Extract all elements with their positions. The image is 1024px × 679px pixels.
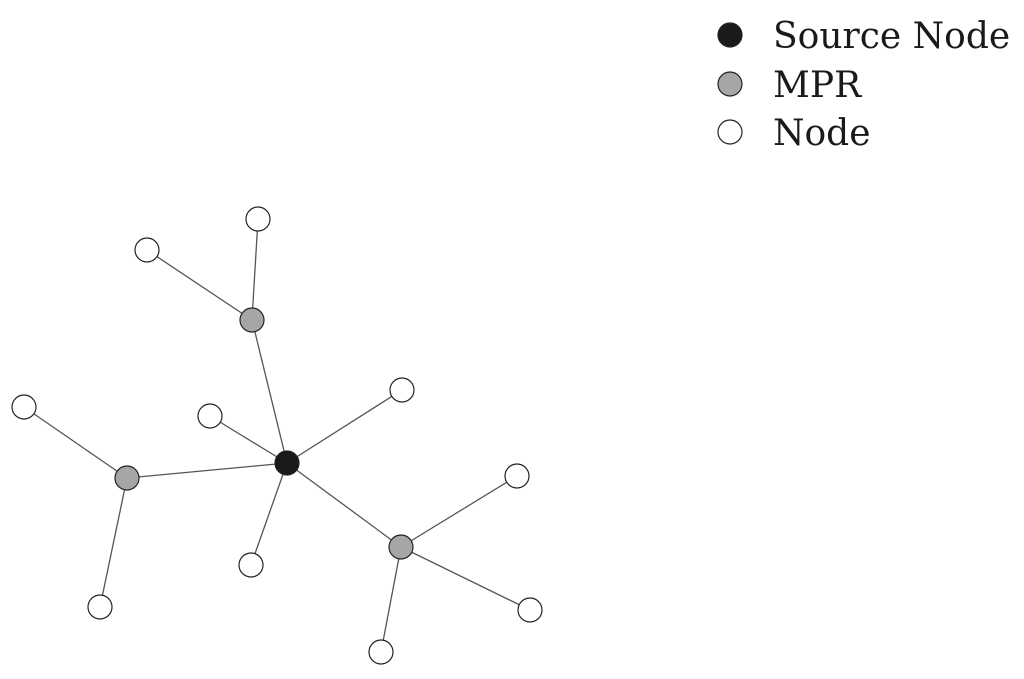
edge-source-n3 <box>209 415 288 464</box>
legend: Source Node MPR Node <box>717 16 1010 154</box>
edge-mpr-bottom-right-n9 <box>400 546 531 611</box>
edge-source-n4 <box>286 389 403 464</box>
node-node-n1 <box>245 206 271 232</box>
edge-source-n5 <box>250 462 288 566</box>
edge-mpr-left-n6 <box>23 406 128 479</box>
node-node-n6 <box>11 394 37 420</box>
legend-label-source: Source Node <box>773 16 1010 57</box>
edge-source-mpr-top <box>251 319 288 464</box>
node-node-n5 <box>238 552 264 578</box>
nodes <box>11 206 543 665</box>
source-node-source <box>274 450 300 476</box>
mpr-node-mpr-bottom-right <box>388 534 414 560</box>
edge-mpr-bottom-right-n8 <box>400 475 518 548</box>
edge-mpr-top-n1 <box>251 218 259 321</box>
legend-source-marker <box>717 22 743 48</box>
node-node-n7 <box>87 594 113 620</box>
mpr-node-mpr-top <box>239 307 265 333</box>
legend-label-mpr: MPR <box>773 65 862 106</box>
legend-mpr-marker <box>717 71 743 97</box>
edge-source-mpr-left <box>126 462 288 479</box>
edges <box>23 218 531 653</box>
edge-mpr-left-n7 <box>99 477 128 608</box>
node-node-n2 <box>134 237 160 263</box>
legend-label-node: Node <box>773 113 871 154</box>
legend-node-marker <box>717 119 743 145</box>
node-node-n9 <box>517 597 543 623</box>
edge-source-mpr-bottom-right <box>286 462 402 548</box>
node-node-n3 <box>197 403 223 429</box>
node-node-n10 <box>368 639 394 665</box>
node-node-n4 <box>389 377 415 403</box>
edge-mpr-top-n2 <box>146 249 253 321</box>
node-node-n8 <box>504 463 530 489</box>
mpr-node-mpr-left <box>114 465 140 491</box>
edge-mpr-bottom-right-n10 <box>380 546 402 653</box>
